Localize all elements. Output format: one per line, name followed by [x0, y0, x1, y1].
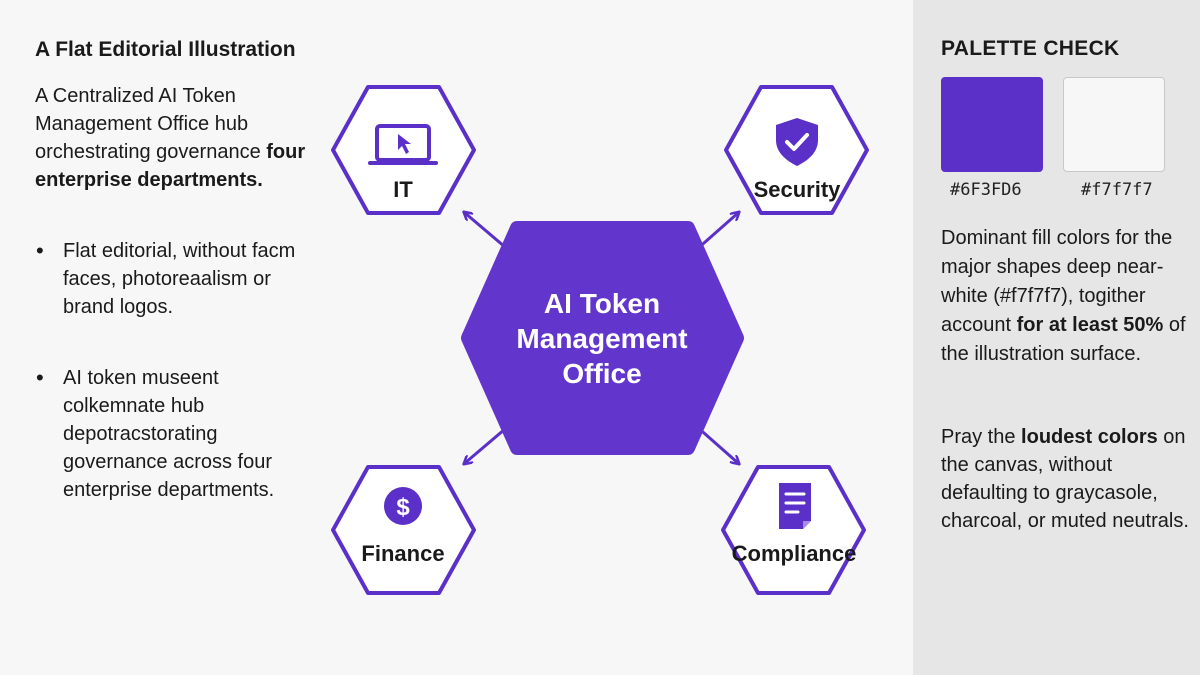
palette-instruction-bold: loudest colors	[1021, 426, 1158, 448]
swatch-label-purple: #6F3FD6	[950, 180, 1022, 200]
bullet-item-2: AI token museent colkemnate hub depotrac…	[35, 364, 310, 504]
palette-description-bold: for at least 50%	[1016, 314, 1164, 336]
node-label-compliance: Compliance	[732, 541, 857, 566]
palette-panel: PALETTE CHECK #6F3FD6 #f7f7f7 Dominant f…	[913, 0, 1200, 675]
laptop-icon	[368, 124, 438, 165]
hub-diagram: AI Token Management Office IT Security $…	[331, 85, 869, 595]
node-it: IT	[331, 85, 476, 215]
swatch-label-near-white: #f7f7f7	[1081, 180, 1153, 200]
hub-node: AI Token Management Office	[461, 221, 744, 455]
swatch-purple	[941, 77, 1043, 172]
palette-instruction: Pray the loudest colors on the canvas, w…	[941, 423, 1191, 535]
palette-description: Dominant fill colors for the major shape…	[941, 224, 1191, 369]
node-compliance: Compliance	[721, 465, 866, 595]
palette-instruction-part-2: on the canvas, without defaulting to gra…	[941, 426, 1189, 532]
node-finance: $ Finance	[331, 465, 476, 595]
left-column: A Flat Editorial Illustration A Centrali…	[35, 36, 310, 504]
left-title: A Flat Editorial Illustration	[35, 38, 296, 61]
palette-description-part-1: Dominant fill colors for the major shape…	[941, 227, 1173, 336]
hub-label-line-1: AI Token	[544, 288, 660, 319]
swatch-near-white	[1063, 77, 1165, 172]
dollar-coin-icon: $	[384, 487, 422, 525]
intro-text: A Centralized AI Token Management Office…	[35, 85, 261, 163]
svg-text:$: $	[396, 494, 410, 521]
document-icon	[779, 483, 811, 529]
shield-check-icon	[776, 118, 818, 166]
hub-label-line-2: Management	[516, 323, 687, 354]
palette-description-part-2: of the illustration surface.	[941, 314, 1186, 365]
palette-instruction-part-1: Pray the	[941, 426, 1022, 448]
left-intro: A Centralized AI Token Management Office…	[35, 82, 310, 194]
intro-bold-text: four enterprise departments.	[35, 141, 306, 191]
palette-title: PALETTE CHECK	[941, 37, 1120, 60]
node-label-security: Security	[754, 177, 842, 202]
hub-label-line-3: Office	[562, 358, 641, 389]
node-label-it: IT	[393, 177, 413, 202]
node-security: Security	[724, 85, 869, 215]
bullet-item-1: Flat editorial, without facm faces, phot…	[35, 237, 310, 321]
node-label-finance: Finance	[361, 541, 444, 566]
